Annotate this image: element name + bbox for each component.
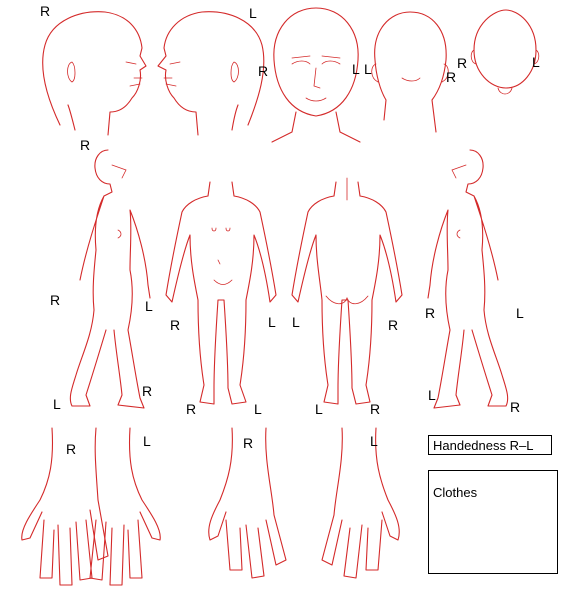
head-label: L xyxy=(364,62,372,76)
body-label: L xyxy=(145,299,153,313)
body-label: L xyxy=(268,315,276,329)
body-label: R xyxy=(510,400,520,414)
hand-label: R xyxy=(66,442,76,456)
head-label: L xyxy=(352,62,360,76)
handedness-text: Handedness R–L xyxy=(429,436,537,455)
body-label: L xyxy=(292,315,300,329)
head-top xyxy=(471,10,539,94)
head-label: R xyxy=(457,56,467,70)
hand-dorsal-right xyxy=(22,428,108,585)
clothes-text: Clothes xyxy=(429,471,481,502)
head-back xyxy=(372,12,449,132)
hand-label: L xyxy=(143,434,151,448)
clothes-box: Clothes xyxy=(428,470,558,574)
head-label: R xyxy=(258,64,268,78)
body-label: L xyxy=(254,402,262,416)
head-profile-right xyxy=(43,12,146,135)
body-label: R xyxy=(142,384,152,398)
body-label: L xyxy=(315,402,323,416)
hand-palm-left xyxy=(322,428,399,578)
body-front xyxy=(166,182,276,404)
body-label: R xyxy=(186,402,196,416)
body-label: L xyxy=(53,397,61,411)
body-back xyxy=(292,178,402,404)
body-label: R xyxy=(80,138,90,152)
body-label: R xyxy=(170,318,180,332)
body-side-left xyxy=(428,150,508,408)
body-label: R xyxy=(370,402,380,416)
head-label: R xyxy=(40,4,50,18)
body-label: L xyxy=(516,306,524,320)
head-label: L xyxy=(532,55,540,69)
body-label: R xyxy=(388,318,398,332)
hand-label: R xyxy=(243,436,253,450)
body-side-right xyxy=(70,150,150,408)
head-profile-left xyxy=(158,12,264,135)
body-label: R xyxy=(425,306,435,320)
body-label: R xyxy=(50,293,60,307)
head-label: L xyxy=(249,6,257,20)
hand-dorsal-left xyxy=(90,428,160,585)
head-front xyxy=(272,8,360,142)
body-label: L xyxy=(428,388,436,402)
handedness-box: Handedness R–L xyxy=(428,435,552,455)
hand-label: L xyxy=(370,434,378,448)
head-label: R xyxy=(446,70,456,84)
